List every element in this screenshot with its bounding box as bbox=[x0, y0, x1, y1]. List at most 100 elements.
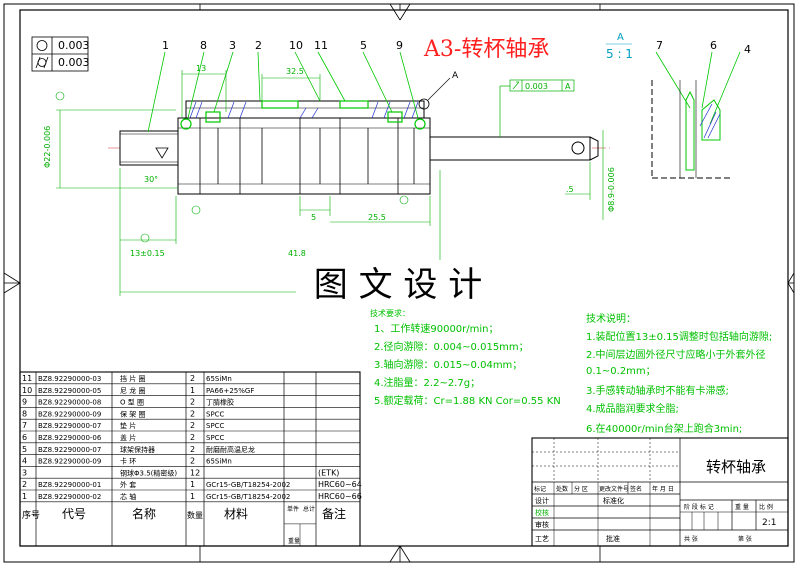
bom-cell: BZ8.92290000-07 bbox=[38, 422, 101, 430]
bearing-main-view bbox=[108, 100, 610, 195]
role-process: 工艺 bbox=[535, 535, 549, 543]
part-name: 转杯轴承 bbox=[706, 458, 766, 476]
bom-cell: 2 bbox=[190, 445, 195, 454]
tolerance-row1-value: 0.003 bbox=[58, 39, 90, 52]
bom-cell: 钢球Φ3.5(精密级) bbox=[120, 468, 177, 477]
bom-cell: 2 bbox=[190, 457, 195, 466]
bom-header-cell: 材料 bbox=[224, 507, 248, 521]
sheet-no: 第 张 bbox=[738, 535, 752, 543]
balloon-7: 7 bbox=[656, 39, 663, 52]
corner-marks bbox=[3, 3, 795, 563]
bom-cell: 1 bbox=[190, 480, 195, 489]
balloon-2: 2 bbox=[255, 39, 262, 52]
bom-cell: GCr15-GB/T18254-2002 bbox=[206, 481, 290, 489]
datum-markers bbox=[55, 91, 409, 243]
bom-cell: 7 bbox=[22, 421, 27, 430]
tech-req-left-item-1: 1、工作转速90000r/min； bbox=[374, 322, 499, 335]
detail-view bbox=[651, 80, 730, 179]
balloon-1: 1 bbox=[162, 39, 169, 52]
shaft-right-end bbox=[429, 136, 591, 161]
bom-cell: 4 bbox=[22, 457, 27, 466]
dim-32-5: 32.5 bbox=[286, 67, 304, 76]
balloon-5: 5 bbox=[360, 39, 367, 52]
standardization-label: 标准化 bbox=[603, 496, 624, 505]
bom-cell: 1 bbox=[22, 492, 27, 501]
bom-cell: 2 bbox=[190, 398, 195, 407]
bom-cell: SPCC bbox=[206, 410, 225, 418]
bom-cell: 盖 片 bbox=[120, 433, 136, 442]
bom-cell: BZ8.92290000-01 bbox=[38, 481, 101, 489]
cylindricity-icon bbox=[35, 56, 49, 69]
zone-ticks bbox=[4, 4, 794, 562]
balloon-8: 8 bbox=[200, 39, 207, 52]
bom-cell: BZ8.92290000-05 bbox=[38, 387, 101, 395]
watermark-bg bbox=[296, 260, 500, 304]
dim-total: 41.8 bbox=[288, 249, 306, 258]
hatching bbox=[189, 101, 419, 119]
bom-header-unit: 单件 bbox=[287, 505, 299, 513]
bom-cell: 尼 龙 圈 bbox=[120, 386, 145, 395]
runout-tolerance-frame: 0.003 A bbox=[499, 79, 575, 137]
bom-cell: PA66+25%GF bbox=[206, 387, 254, 395]
balloon-6: 6 bbox=[710, 39, 717, 52]
sheets-total: 共 张 bbox=[684, 535, 698, 543]
balloon-leaders bbox=[147, 51, 741, 133]
dim-angle-30: 30° bbox=[144, 175, 158, 184]
rev-header-sign: 签名 bbox=[630, 485, 642, 493]
runout-datum: A bbox=[565, 82, 571, 91]
bom-cell: 卡 环 bbox=[120, 457, 136, 466]
scale-value: 2:1 bbox=[762, 518, 776, 528]
bom-cell: 垫 片 bbox=[120, 421, 136, 430]
bom-cell: 芯 轴 bbox=[120, 492, 136, 501]
shaft-left-end bbox=[119, 130, 181, 166]
bom-cell: BZ8.92290000-08 bbox=[38, 399, 101, 407]
bom-cell: 球架保持器 bbox=[120, 445, 155, 454]
bom-cell: 5 bbox=[22, 445, 27, 454]
bom-header-cell: 备注 bbox=[322, 506, 346, 521]
balloon-11: 11 bbox=[314, 39, 328, 52]
tech-req-right-item-5: 4.成品脂润要求全脂; bbox=[586, 402, 679, 415]
tech-req-left-item-2: 2.径向游隙：0.004~0.015mm； bbox=[374, 340, 529, 353]
rev-header-mark: 标记 bbox=[534, 485, 546, 493]
dim-13-tol: 13±0.15 bbox=[130, 249, 165, 258]
tech-req-left-item-3: 3.轴向游隙：0.015~0.04mm； bbox=[374, 358, 522, 371]
bom-header-cell: 数量 bbox=[187, 510, 203, 520]
drawing-title: A3-转杯轴承 bbox=[423, 37, 549, 62]
tech-req-left-heading: 技术要求： bbox=[370, 308, 410, 318]
dim-5-right: .5 bbox=[566, 185, 574, 194]
bom-cell: 2 bbox=[190, 433, 195, 442]
bom-cell: 8 bbox=[22, 409, 27, 418]
bom-cell: 外 套 bbox=[120, 480, 136, 489]
bom-cell: SPCC bbox=[206, 422, 225, 430]
tech-requirements-right: 技术说明： 1.装配位置13±0.15调整时包括轴向游隙; 2.中间层边圆外径尺… bbox=[586, 312, 772, 435]
bom-cell: HRC60~64 bbox=[318, 480, 362, 489]
dim-5: 5 bbox=[311, 213, 316, 222]
dim-13: 13 bbox=[196, 64, 206, 73]
tech-req-left-item-5: 5.额定载荷：Cr=1.88 KN Cor=0.55 KN bbox=[374, 394, 561, 407]
balloon-9: 9 bbox=[396, 39, 403, 52]
dim-phi8-9: Φ8.9-0.006 bbox=[607, 167, 616, 212]
role-check: 校核 bbox=[535, 508, 549, 517]
balloon-3: 3 bbox=[229, 39, 236, 52]
roundness-icon bbox=[36, 40, 48, 51]
tech-req-right-item-1: 1.装配位置13±0.15调整时包括轴向游隙; bbox=[586, 330, 772, 343]
bom-cell: BZ8.92290000-07 bbox=[38, 446, 101, 454]
bom-header-cell: 代号 bbox=[62, 507, 86, 521]
stage-mark-label: 阶 段 标 记 bbox=[684, 503, 714, 511]
bom-cell: BZ8.92290000-06 bbox=[38, 434, 102, 442]
bom-cell: 9 bbox=[22, 398, 27, 407]
role-review: 审核 bbox=[535, 520, 549, 529]
outer-sleeve bbox=[177, 117, 431, 195]
weight-label: 重 量 bbox=[735, 503, 749, 511]
balloon-labels: 1 8 3 2 10 11 5 9 7 6 4 bbox=[162, 39, 751, 56]
bom-cell: 2 bbox=[22, 480, 27, 489]
bom-cell: 65SiMn bbox=[206, 458, 232, 466]
bom-cell: 2 bbox=[190, 421, 195, 430]
geometric-tolerance-frame: 0.003 0.003 bbox=[31, 36, 90, 72]
watermark: 图 文 设 计 bbox=[314, 265, 482, 305]
runout-icon bbox=[512, 81, 520, 90]
seal-sections bbox=[180, 100, 426, 130]
bom-header-cell: 序号 bbox=[22, 509, 40, 521]
tech-req-left-item-4: 4.注脂量：2.2~2.7g； bbox=[374, 376, 480, 389]
